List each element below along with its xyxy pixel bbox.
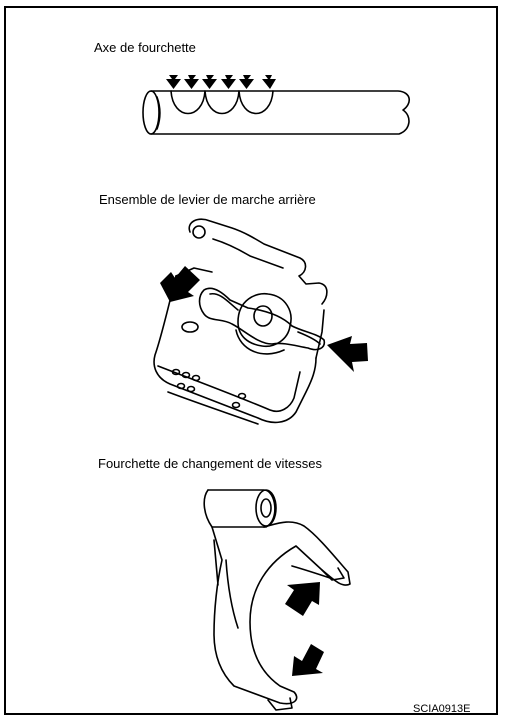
inspection-arrow-icon (221, 75, 236, 89)
caption-reverse-lever-assembly: Ensemble de levier de marche arrière (99, 192, 316, 207)
fork-pad-lower (267, 697, 293, 711)
bracket-hole (192, 225, 206, 239)
fork-pad-upper (321, 567, 345, 581)
rod-detent-notches (170, 90, 274, 115)
inspection-arrow-icon (166, 75, 181, 89)
rod-left-end (142, 90, 160, 135)
shift-fork-drawing (203, 489, 351, 711)
inspection-arrow-icon (285, 582, 320, 616)
housing-hole (171, 368, 181, 376)
inspection-arrow-icon (292, 644, 324, 676)
lever-arm-inner (209, 292, 321, 345)
housing-hole (181, 371, 191, 379)
housing-hole (191, 374, 201, 382)
fork-boss-bore (260, 498, 272, 518)
inspection-arrow-icon (202, 75, 217, 89)
inspection-arrow-icon (239, 75, 254, 89)
bracket-inner (212, 238, 284, 269)
pivot-boss-base (235, 329, 285, 355)
pivot-boss (237, 292, 292, 348)
rod-body (150, 90, 410, 135)
fork-inspection-arrows (285, 582, 324, 676)
fork-rib (213, 539, 219, 586)
figure-frame (4, 6, 498, 715)
housing-hole (237, 392, 247, 400)
rod-inspection-arrows (166, 75, 276, 89)
caption-shift-fork-rod: Axe de fourchette (94, 40, 196, 55)
rod-inner-edge (156, 96, 161, 130)
figure-id: SCIA0913E (413, 703, 471, 715)
inspection-arrow-icon (262, 75, 276, 89)
housing-hole (186, 385, 196, 393)
caption-shift-fork: Fourchette de changement de vitesses (98, 456, 323, 471)
shift-fork-rod-drawing (142, 90, 410, 135)
housing-bottom-face (167, 391, 259, 425)
lever-inspection-arrows (160, 266, 368, 372)
reverse-lever-assembly-drawing (153, 218, 328, 425)
fork-body (203, 489, 351, 705)
bracket-plate (188, 218, 328, 305)
housing-hole (176, 382, 186, 390)
pivot-pin (253, 305, 273, 327)
fork-boss (207, 489, 276, 528)
housing-hole (231, 401, 241, 409)
inspection-arrow-icon (184, 75, 199, 89)
housing-bore (181, 321, 199, 333)
fork-inner-arc (225, 559, 331, 629)
housing-side-edge (315, 309, 325, 359)
fork-boss-end (255, 489, 277, 527)
housing-outline (153, 275, 317, 424)
lever-arm (198, 287, 326, 351)
inspection-arrow-icon (160, 266, 200, 302)
inspection-arrow-icon (327, 336, 368, 372)
